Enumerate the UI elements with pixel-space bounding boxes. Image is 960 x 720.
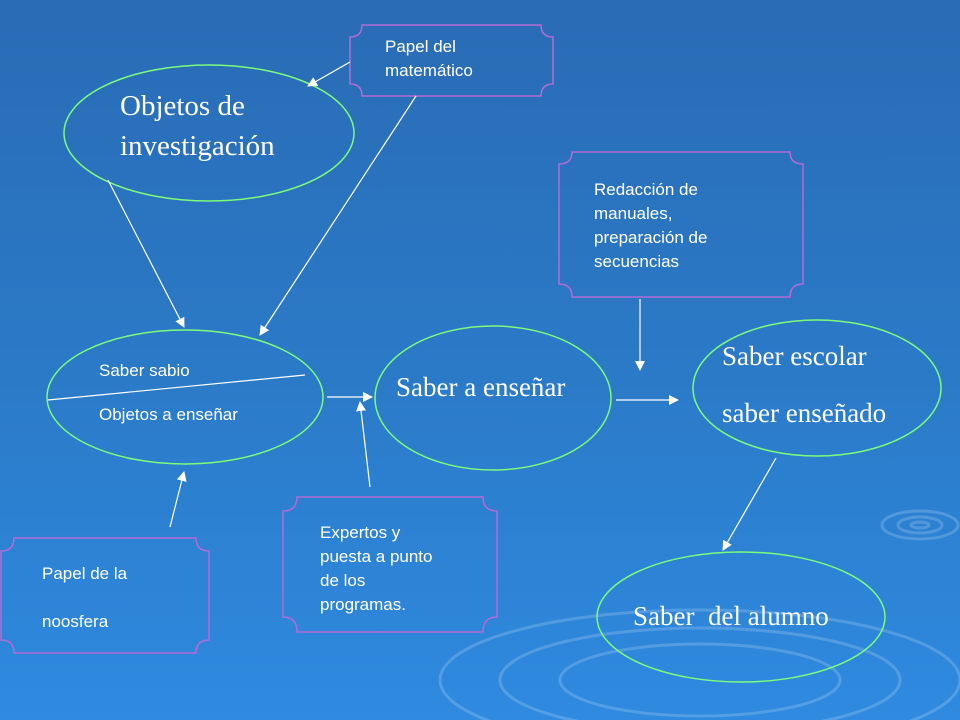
node-objetos-investigacion-label: Objetos de investigación [120,90,275,162]
node-saber-a-ensenar-label: Saber a enseñar [396,372,566,402]
box-papel-noosfera-label: Papel de la noosfera [42,564,128,631]
ripple-decoration [438,509,960,720]
box-redaccion-shape [558,151,804,298]
node-saber-ensenado-label: saber enseñado [722,398,887,428]
node-saber-escolar-label: Saber escolar [722,341,867,371]
node-objetos-investigacion-shape [63,64,355,202]
box-redaccion-label: Redacción de manuales, preparación de se… [594,180,708,271]
node-saber-alumno-label: Saber del alumno [633,601,829,631]
node-objetos-ensenar-label: Objetos a enseñar [99,405,238,424]
node-saber-sabio-shape [46,329,324,465]
box-papel-noosfera-shape [0,537,210,654]
box-papel-matematico-shape [349,24,554,97]
box-expertos-shape [282,496,498,633]
node-saber-alumno-shape [596,551,886,683]
arrow-matematico-to-saber-sabio [259,95,417,336]
node-saber-a-ensenar-shape [374,325,612,471]
arrow-noosfera-to-saber-sabio [169,471,187,528]
arrow-expertos-to-saber-sabio-link [356,401,371,488]
arrow-escolar-to-alumno [722,457,777,551]
saber-sabio-divider [47,374,306,401]
arrow-objetos-to-saber-sabio [107,179,185,328]
node-saber-sabio-label: Saber sabio [99,361,190,380]
node-saber-escolar-shape [692,319,942,457]
arrow-matematico-to-objetos [307,61,351,87]
box-expertos-label: Expertos y puesta a punto de los program… [320,523,433,614]
box-papel-matematico-label: Papel del matemático [385,37,473,80]
